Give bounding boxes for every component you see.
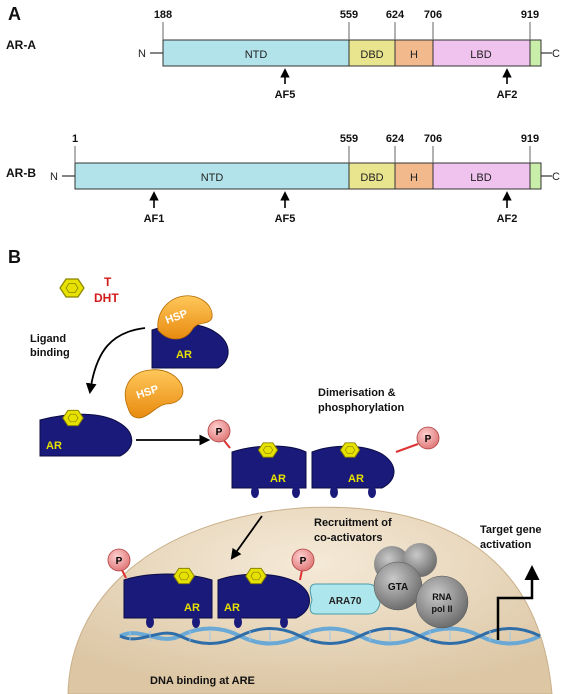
ar-b-pos-2: 559 bbox=[340, 133, 358, 145]
ar-a-n-terminus: N bbox=[138, 48, 146, 60]
arrow-to-nucleus bbox=[230, 515, 263, 560]
ar-a-ntd-label: NTD bbox=[245, 49, 268, 61]
ar-b-c-terminus: C bbox=[552, 171, 560, 183]
ar-label-dna-right: AR bbox=[224, 602, 240, 614]
target-gene-label-1: Target gene bbox=[480, 524, 542, 536]
recruitment-label-1: Recruitment of bbox=[314, 517, 392, 529]
ar-b-ntd-label: NTD bbox=[201, 172, 224, 184]
ar-label-monomer: AR bbox=[46, 440, 62, 452]
ar-a-hinge-domain bbox=[394, 39, 434, 67]
ar-a-af2-label: AF2 bbox=[497, 89, 518, 101]
phospho-icon bbox=[416, 426, 440, 450]
ligand-binding-label-1: Ligand bbox=[30, 333, 66, 345]
ar-b-label: AR-B bbox=[6, 166, 36, 180]
ar-a-lbd-label: LBD bbox=[470, 49, 491, 61]
ar-b-af5-label: AF5 bbox=[275, 213, 296, 225]
hsp-free: HSP bbox=[124, 369, 184, 419]
transcription-start-arrow bbox=[496, 565, 540, 640]
ar-b-schematic: AR-B N C NTD DBD H LBD 1 559 624 706 919… bbox=[6, 133, 560, 225]
dna-helix bbox=[119, 626, 541, 646]
ar-b-af1-label: AF1 bbox=[144, 213, 165, 225]
ligand-t-label: T bbox=[104, 275, 112, 289]
ar-ligand-monomer: AR bbox=[39, 409, 133, 457]
ar-b-ntd-domain bbox=[74, 162, 350, 190]
ligand-hexagon-icon bbox=[173, 567, 195, 585]
ligand-dht-label: DHT bbox=[94, 291, 119, 305]
ar-a-pos-2: 559 bbox=[340, 9, 358, 21]
ligand-hexagon-icon bbox=[339, 442, 361, 458]
ar-a-af5-label: AF5 bbox=[275, 89, 296, 101]
ar-a-lbd-domain bbox=[432, 39, 531, 67]
ar-dimer-phosphorylated: AR AR P P bbox=[207, 419, 440, 498]
ar-b-hinge-label: H bbox=[410, 172, 418, 184]
dimerisation-label-2: phosphorylation bbox=[318, 402, 404, 414]
ar-a-hinge-label: H bbox=[410, 49, 418, 61]
recruitment-label-2: co-activators bbox=[314, 532, 382, 544]
ar-label-dna-left: AR bbox=[184, 602, 200, 614]
dimerisation-label-1: Dimerisation & bbox=[318, 387, 396, 399]
ligand-hexagon-icon bbox=[62, 409, 84, 427]
ar-b-dbd-domain bbox=[348, 162, 396, 190]
ar-b-n-terminus: N bbox=[50, 171, 58, 183]
ar-hsp-complex: HSP AR bbox=[151, 295, 229, 369]
phospho-label-dna-left: P bbox=[116, 556, 123, 567]
dna-binding-label: DNA binding at ARE bbox=[150, 675, 255, 687]
ar-b-c-domain bbox=[529, 162, 542, 190]
ar-label-hsp-complex: AR bbox=[176, 349, 192, 361]
ar-a-label: AR-A bbox=[6, 38, 36, 52]
ara70-label: ARA70 bbox=[329, 596, 362, 607]
phospho-label-left: P bbox=[216, 427, 223, 438]
ar-a-pos-5: 919 bbox=[521, 9, 539, 21]
rna-pol-label-2: pol II bbox=[432, 604, 453, 614]
phospho-label-dna-right: P bbox=[300, 556, 307, 567]
ar-a-pos-1: 188 bbox=[154, 9, 172, 21]
ar-b-lbd-label: LBD bbox=[470, 172, 491, 184]
ligand-hexagon-icon bbox=[257, 442, 279, 458]
panel-b-letter: B bbox=[8, 247, 21, 267]
target-gene-label-2: activation bbox=[480, 539, 532, 551]
ar-a-dbd-label: DBD bbox=[360, 49, 383, 61]
ar-b-pos-1: 1 bbox=[72, 133, 78, 145]
ar-a-pos-3: 624 bbox=[386, 9, 405, 21]
ligand-hexagon-icon bbox=[245, 567, 267, 585]
ar-b-dbd-label: DBD bbox=[360, 172, 383, 184]
ar-a-c-terminus: C bbox=[552, 48, 560, 60]
gta-label: GTA bbox=[388, 582, 408, 593]
ar-b-pos-4: 706 bbox=[424, 133, 442, 145]
ar-a-pos-4: 706 bbox=[424, 9, 442, 21]
ar-b-pos-5: 919 bbox=[521, 133, 539, 145]
phospho-icon bbox=[107, 548, 131, 572]
ar-b-hinge-domain bbox=[394, 162, 434, 190]
ligand-binding-arrow bbox=[85, 327, 146, 395]
rna-pol-ii bbox=[415, 575, 469, 629]
ara70-coactivator: ARA70 bbox=[309, 583, 381, 615]
ar-a-c-domain bbox=[529, 39, 542, 67]
ligand-hexagon-icon bbox=[59, 278, 85, 298]
ar-b-pos-3: 624 bbox=[386, 133, 405, 145]
phospho-icon bbox=[207, 419, 231, 443]
rna-pol-ii-complex: GTA RNA pol II bbox=[373, 543, 469, 629]
ligand-binding-label-2: binding bbox=[30, 347, 70, 359]
rna-pol-label-1: RNA bbox=[432, 592, 452, 602]
ar-b-af2-label: AF2 bbox=[497, 213, 518, 225]
panel-a-letter: A bbox=[8, 4, 21, 24]
ar-dimer-dna-bound: AR AR P P bbox=[107, 548, 315, 628]
phospho-label-right: P bbox=[425, 434, 432, 445]
ar-a-schematic: AR-A N C NTD DBD H LBD 188 559 624 706 9… bbox=[6, 9, 560, 101]
phospho-icon bbox=[291, 548, 315, 572]
ar-label-dimer-right: AR bbox=[348, 473, 364, 485]
ar-label-dimer-left: AR bbox=[270, 473, 286, 485]
ar-a-ntd-domain bbox=[162, 39, 350, 67]
